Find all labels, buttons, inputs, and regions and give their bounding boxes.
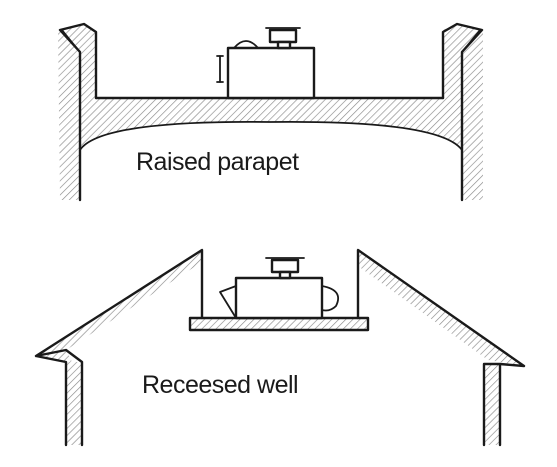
recessed-well-left-wall [66,362,82,445]
recessed-well-floor [190,318,368,330]
recessed-well-left-roof-outline [34,248,204,447]
raised-parapet-label: Raised parapet [136,148,299,176]
recessed-well-section [34,248,526,447]
raised-parapet-left-outline [58,22,98,202]
recessed-well-right-wall [484,364,500,445]
recessed-well-rooftop-unit [219,257,340,320]
recessed-well-label: Receesed well [142,371,299,399]
raised-parapet-structure [58,24,483,200]
raised-parapet-section [58,22,484,202]
raised-parapet-left-cap [61,29,81,53]
recessed-well-left-roof [36,250,202,362]
recessed-well-right-roof-outline [356,248,526,447]
raised-parapet-slab-underside [79,120,463,151]
raised-parapet-right-outline [441,22,484,202]
raised-parapet-rooftop-unit [216,27,316,100]
raised-parapet-right-cap [461,29,481,53]
